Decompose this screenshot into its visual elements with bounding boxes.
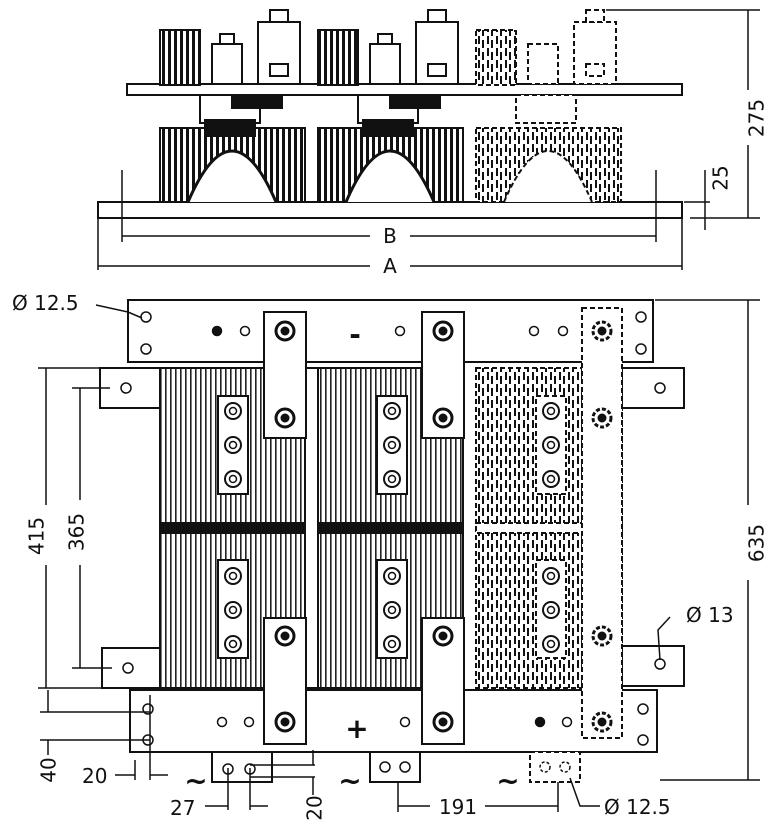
mounting-hole [637, 734, 649, 746]
dim-20-left: 20 [82, 764, 107, 788]
bracket-top-right [621, 367, 685, 409]
side-heatsink-1 [159, 9, 306, 203]
bolts [120, 311, 666, 775]
mounting-hole [654, 382, 666, 394]
module-screw-inner [546, 406, 556, 416]
side-heatsink-optional [475, 9, 622, 203]
plan-view [99, 299, 685, 753]
side-view-dimensions [97, 9, 760, 270]
bus-hole [528, 325, 540, 337]
dim-a: A [383, 254, 397, 278]
module-screw-inner [546, 571, 556, 581]
module-screw-inner [387, 571, 397, 581]
ac-terminal-hole-optional [539, 761, 551, 773]
terminal-bolt-optional-center [597, 326, 607, 336]
module-screw-inner [546, 474, 556, 484]
module-screw-inner [228, 440, 238, 450]
terminal-bolt-center [438, 717, 448, 727]
mounting-hole [654, 658, 666, 670]
dim-dia-12-5-top: Ø 12.5 [12, 291, 79, 315]
terminal-bolt-optional-center [597, 717, 607, 727]
mounting-hole [635, 343, 647, 355]
terminal-bolt-center [280, 717, 290, 727]
dim-dia-12-5-bottom: Ø 12.5 [604, 795, 671, 819]
dim-191: 191 [439, 795, 477, 819]
ac-terminal-2 [369, 751, 421, 783]
mounting-hole [140, 343, 152, 355]
module-screw-inner [387, 605, 397, 615]
mounting-hole [140, 311, 152, 323]
module-screw-inner [387, 406, 397, 416]
module-screw-inner [387, 440, 397, 450]
dim-dia-13: Ø 13 [686, 603, 734, 627]
bracket-bottom-right [621, 645, 685, 687]
mounting-hole [637, 703, 649, 715]
bus-hole [239, 325, 251, 337]
dim-20-bottom: 20 [303, 795, 327, 820]
dim-27: 27 [170, 796, 195, 820]
dim-635: 635 [745, 524, 769, 562]
terminal-bolt-center [280, 631, 290, 641]
ac-symbol-3: ~ [496, 764, 519, 797]
terminal-bolt-center [280, 326, 290, 336]
plus-symbol: + [345, 712, 368, 745]
ac-terminal-hole-optional [559, 761, 571, 773]
module-screw-inner [228, 571, 238, 581]
ac-symbol-1: ~ [184, 764, 207, 797]
dim-415: 415 [25, 517, 49, 555]
minus-symbol: - [349, 318, 361, 351]
side-bus-plate [126, 83, 683, 96]
dim-40: 40 [37, 757, 61, 782]
dim-365: 365 [65, 513, 89, 551]
side-base-plate [97, 201, 683, 219]
ac-terminal-hole [399, 761, 411, 773]
side-view [97, 9, 683, 219]
bus-hole [399, 716, 411, 728]
mounting-hole [120, 382, 132, 394]
bus-hole [211, 325, 223, 337]
bus-hole [534, 716, 546, 728]
bus-hole [216, 716, 228, 728]
module-screw-inner [228, 605, 238, 615]
terminal-bolt-center [280, 413, 290, 423]
bus-hole [394, 325, 406, 337]
module-screw-inner [387, 474, 397, 484]
mounting-hole [635, 311, 647, 323]
dim-b: B [383, 224, 397, 248]
bus-hole [243, 716, 255, 728]
positive-bus-bar [129, 689, 658, 753]
module-screw-inner [387, 639, 397, 649]
terminal-bolt-optional-center [597, 631, 607, 641]
dim-25: 25 [709, 165, 733, 190]
ac-symbol-2: ~ [338, 764, 361, 797]
module-screw-inner [228, 639, 238, 649]
plan-dimensions [38, 299, 760, 812]
negative-bus-bar [127, 299, 654, 363]
bus-hole [561, 716, 573, 728]
module-screw-inner [546, 639, 556, 649]
terminal-bolt-center [438, 326, 448, 336]
side-heatsink-2 [317, 9, 464, 203]
bus-hole [557, 325, 569, 337]
module-screw-inner [228, 474, 238, 484]
terminal-bolt-center [438, 413, 448, 423]
mounting-hole [122, 662, 134, 674]
terminal-bolt-optional-center [597, 413, 607, 423]
ac-terminal-hole [379, 761, 391, 773]
terminal-bolt-center [438, 631, 448, 641]
dim-275: 275 [745, 99, 769, 137]
module-screw-inner [546, 440, 556, 450]
module-screw-inner [228, 406, 238, 416]
module-screw-inner [546, 605, 556, 615]
